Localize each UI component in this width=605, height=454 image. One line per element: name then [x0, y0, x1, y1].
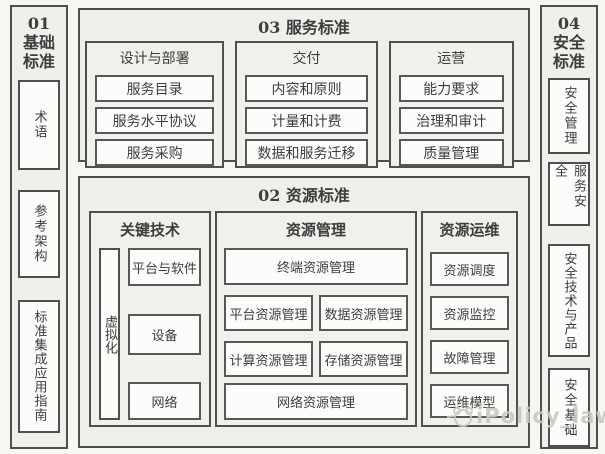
box-resource-monitoring: 资源监控 [430, 296, 509, 330]
key-technology-items: 平台与软件 设备 网络 [128, 248, 201, 420]
box-metering-billing: 计量和计费 [245, 107, 368, 134]
box-resource-scheduling: 资源调度 [430, 252, 509, 286]
group-operations-title: 运营 [437, 51, 466, 67]
group-key-technology: 关键技术 虚拟化 平台与软件 设备 网络 [89, 211, 211, 427]
box-content-principles: 内容和原则 [245, 75, 368, 102]
group-design-deploy: 设计与部署 服务目录 服务水平协议 服务采购 [85, 41, 225, 168]
service-section-title: 03 服务标准 [258, 18, 350, 37]
box-platform-resource-mgmt: 平台资源管理 [224, 295, 313, 331]
box-data-service-migration: 数据和服务迁移 [245, 139, 368, 166]
box-standards-integration-guide: 标准集成应用指南 [18, 299, 60, 433]
group-resource-operations-title: 资源运维 [439, 221, 500, 239]
service-standards-section: 03 服务标准 设计与部署 服务目录 服务水平协议 服务采购 交付 内容和原则 … [78, 8, 530, 168]
box-service-procurement: 服务采购 [95, 139, 215, 166]
box-security-tech-products: 安全技术与产品 [548, 243, 590, 358]
base-column-title: 01 基础 标准 [22, 14, 55, 72]
resource-groups: 关键技术 虚拟化 平台与软件 设备 网络 资源管理 终端资源管理 平台资源管理 … [89, 211, 518, 427]
box-capability-requirements: 能力要求 [398, 75, 504, 102]
base-standards-column: 01 基础 标准 术语 参考架构 标准集成应用指南 [10, 5, 68, 449]
box-security-management: 安全管理 [548, 77, 590, 155]
box-quality-management: 质量管理 [398, 139, 504, 166]
security-column-title: 04 安全 标准 [552, 14, 585, 72]
group-delivery-title: 交付 [292, 51, 321, 67]
box-virtualization: 虚拟化 [99, 248, 120, 420]
group-resource-operations: 资源运维 资源调度 资源监控 故障管理 运维模型 [421, 211, 518, 427]
box-service-level-agreement: 服务水平协议 [95, 107, 215, 134]
group-operations: 运营 能力要求 治理和审计 质量管理 [388, 41, 514, 168]
group-key-technology-title: 关键技术 [119, 221, 180, 239]
box-terminology: 术语 [18, 79, 60, 170]
box-security-foundation: 安全基础 [548, 368, 590, 447]
box-compute-resource-mgmt: 计算资源管理 [224, 341, 313, 377]
resource-standards-section: 02 资源标准 关键技术 虚拟化 平台与软件 设备 网络 资源管理 终端资源管理… [78, 176, 530, 448]
box-network: 网络 [128, 382, 201, 420]
group-design-deploy-title: 设计与部署 [119, 51, 190, 67]
box-ops-model: 运维模型 [430, 384, 509, 418]
box-platform-software: 平台与软件 [128, 248, 201, 286]
group-resource-management-title: 资源管理 [285, 221, 346, 239]
resource-section-title: 02 资源标准 [258, 186, 350, 205]
box-service-catalog: 服务目录 [95, 75, 215, 102]
group-delivery: 交付 内容和原则 计量和计费 数据和服务迁移 [235, 41, 378, 168]
resource-management-row-1: 平台资源管理 数据资源管理 [224, 295, 408, 331]
box-equipment: 设备 [128, 313, 201, 355]
security-standards-column: 04 安全 标准 安全管理 服务安全 安全技术与产品 安全基础 [540, 5, 598, 449]
box-governance-audit: 治理和审计 [398, 107, 504, 134]
box-data-resource-mgmt: 数据资源管理 [319, 295, 408, 331]
group-resource-management: 资源管理 终端资源管理 平台资源管理 数据资源管理 计算资源管理 存储资源管理 … [215, 211, 417, 427]
resource-management-row-2: 计算资源管理 存储资源管理 [224, 341, 408, 377]
key-technology-content: 虚拟化 平台与软件 设备 网络 [99, 248, 201, 420]
box-storage-resource-mgmt: 存储资源管理 [319, 341, 408, 377]
box-terminal-resource-mgmt: 终端资源管理 [224, 248, 408, 285]
box-network-resource-mgmt: 网络资源管理 [224, 383, 408, 420]
service-groups: 设计与部署 服务目录 服务水平协议 服务采购 交付 内容和原则 计量和计费 数据… [85, 41, 514, 168]
box-fault-management: 故障管理 [430, 340, 509, 374]
box-service-security: 服务安全 [548, 162, 590, 226]
box-reference-architecture: 参考架构 [18, 189, 60, 278]
